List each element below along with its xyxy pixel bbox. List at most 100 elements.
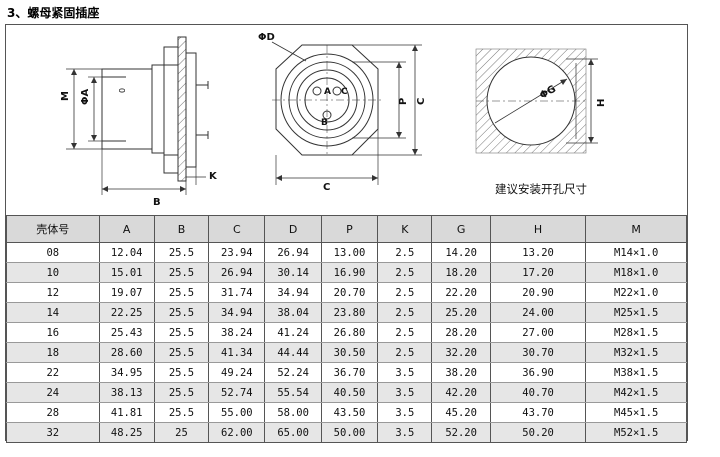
table-cell: 25.43	[98, 322, 155, 343]
table-cell: 28	[6, 402, 100, 423]
table-cell: 08	[6, 242, 100, 263]
table-cell: 13.20	[489, 242, 587, 263]
dim-c-label: C	[323, 182, 330, 193]
table-cell: 12.04	[98, 242, 155, 263]
table-cell: 23.80	[320, 302, 379, 323]
table-cell: 2.5	[377, 342, 433, 363]
table-cell: 15.01	[98, 262, 155, 283]
table-cell: 38.24	[208, 322, 266, 343]
table-cell: 34.95	[98, 362, 155, 383]
table-cell: 26.94	[264, 242, 322, 263]
contact-c-label: C	[341, 87, 348, 97]
table-cell: 22.20	[431, 282, 491, 303]
spec-frame: M ΦA B K 0	[5, 24, 688, 443]
table-cell: 38.04	[264, 302, 322, 323]
header-cell: M	[585, 215, 687, 243]
table-cell: 30.14	[264, 262, 322, 283]
table-cell: 3.5	[377, 382, 433, 403]
table-cell: 49.24	[208, 362, 266, 383]
table-header-row: 壳体号 A B C D P K G H M	[6, 215, 687, 243]
table-cell: M22×1.0	[585, 282, 687, 303]
header-cell: C	[208, 215, 266, 243]
table-cell: 25.5	[153, 262, 210, 283]
table-cell: 31.74	[208, 282, 266, 303]
table-cell: 20.70	[320, 282, 379, 303]
table-cell: 38.20	[431, 362, 491, 383]
header-cell: G	[431, 215, 491, 243]
table-cell: 25	[153, 422, 210, 443]
technical-drawing: M ΦA B K 0	[6, 25, 687, 215]
table-cell: M14×1.0	[585, 242, 687, 263]
header-cell: P	[320, 215, 379, 243]
dim-m-label: M	[60, 91, 71, 101]
header-cell: D	[264, 215, 322, 243]
drawing-svg: M ΦA B K 0	[60, 32, 607, 208]
table-cell: 40.50	[320, 382, 379, 403]
table-cell: 36.90	[489, 362, 587, 383]
table-cell: 17.20	[489, 262, 587, 283]
table-cell: 25.5	[153, 342, 210, 363]
table-cell: M18×1.0	[585, 262, 687, 283]
table-cell: 14	[6, 302, 100, 323]
table-cell: 65.00	[264, 422, 322, 443]
table-cell: 40.70	[489, 382, 587, 403]
table-cell: 62.00	[208, 422, 266, 443]
table-cell: 26.94	[208, 262, 266, 283]
table-cell: 43.70	[489, 402, 587, 423]
table-cell: 25.5	[153, 322, 210, 343]
table-cell: 13.00	[320, 242, 379, 263]
table-cell: 30.70	[489, 342, 587, 363]
header-cell: H	[489, 215, 587, 243]
table-cell: 18.20	[431, 262, 491, 283]
table-cell: 42.20	[431, 382, 491, 403]
dim-c-vertical-label: C	[416, 98, 427, 105]
table-cell: 32.20	[431, 342, 491, 363]
table-cell: 2.5	[377, 282, 433, 303]
section-title: 3、螺母紧固插座	[7, 6, 100, 20]
table-cell: 34.94	[208, 302, 266, 323]
table-cell: 16.90	[320, 262, 379, 283]
table-cell: M42×1.5	[585, 382, 687, 403]
table-cell: 25.20	[431, 302, 491, 323]
table-cell: 50.20	[489, 422, 587, 443]
table-cell: M28×1.5	[585, 322, 687, 343]
table-cell: 28.60	[98, 342, 155, 363]
table-cell: 41.34	[208, 342, 266, 363]
table-cell: 50.00	[320, 422, 379, 443]
front-view	[271, 41, 422, 185]
side-view	[66, 36, 209, 195]
table-cell: 48.25	[98, 422, 155, 443]
header-cell: K	[377, 215, 433, 243]
table-cell: 52.24	[264, 362, 322, 383]
table-cell: 16	[6, 322, 100, 343]
table-cell: M25×1.5	[585, 302, 687, 323]
dim-p-label: P	[398, 98, 409, 105]
table-cell: 52.74	[208, 382, 266, 403]
table-cell: 32	[6, 422, 100, 443]
table-cell: 3.5	[377, 422, 433, 443]
table-cell: 52.20	[431, 422, 491, 443]
dim-h-label: H	[596, 99, 607, 107]
table-cell: M45×1.5	[585, 402, 687, 423]
table-cell: 24.00	[489, 302, 587, 323]
table-cell: 19.07	[98, 282, 155, 303]
table-cell: 3.5	[377, 402, 433, 423]
table-cell: 25.5	[153, 302, 210, 323]
table-cell: 23.94	[208, 242, 266, 263]
table-cell: M38×1.5	[585, 362, 687, 383]
table-cell: 30.50	[320, 342, 379, 363]
table-cell: 26.80	[320, 322, 379, 343]
table-cell: 2.5	[377, 242, 433, 263]
table-cell: 25.5	[153, 382, 210, 403]
table-cell: 14.20	[431, 242, 491, 263]
table-cell: 2.5	[377, 302, 433, 323]
table-cell: 27.00	[489, 322, 587, 343]
table-cell: 25.5	[153, 242, 210, 263]
contact-b-label: B	[321, 118, 328, 128]
contact-a-label: A	[324, 87, 331, 97]
table-cell: 58.00	[264, 402, 322, 423]
cutout-view	[475, 48, 598, 154]
